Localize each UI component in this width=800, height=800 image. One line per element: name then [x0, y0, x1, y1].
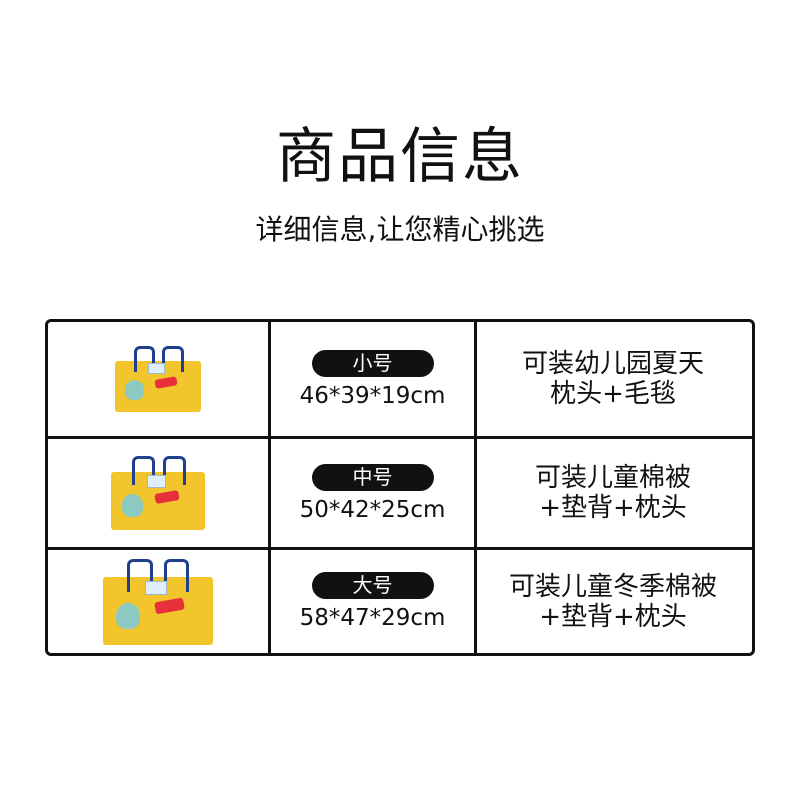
- dimensions: 50*42*25cm: [299, 496, 446, 523]
- bag-image-medium: [111, 456, 205, 530]
- capacity-line2: 枕头+毛毯: [550, 379, 676, 409]
- capacity-line1: 可装儿童棉被: [534, 463, 691, 493]
- table-row: 大号 58*47*29cm 可装儿童冬季棉被+垫背+枕头: [48, 547, 752, 653]
- capacity-line2: +垫背+枕头: [539, 601, 687, 632]
- capacity-line1: 可装幼儿园夏天: [521, 349, 704, 379]
- product-table: 小号 46*39*19cm 可装幼儿园夏天枕头+毛毯 中号 50*42*25cm 可…: [45, 319, 755, 656]
- page-subtitle: 详细信息,让您精心挑选: [255, 213, 545, 246]
- dimensions: 46*39*19cm: [299, 382, 446, 409]
- size-badge: 小号: [311, 349, 434, 377]
- page-title: 商品信息: [276, 122, 524, 192]
- capacity-line2: +垫背+枕头: [539, 493, 687, 523]
- bag-image-large: [103, 558, 213, 645]
- size-badge: 中号: [311, 463, 434, 491]
- table-row: 小号 46*39*19cm 可装幼儿园夏天枕头+毛毯: [48, 322, 752, 436]
- dimensions: 58*47*29cm: [299, 605, 446, 631]
- size-badge: 大号: [311, 572, 434, 599]
- table-row: 中号 50*42*25cm 可装儿童棉被+垫背+枕头: [48, 436, 752, 547]
- capacity-line1: 可装儿童冬季棉被: [508, 571, 717, 602]
- bag-image-small: [115, 346, 201, 412]
